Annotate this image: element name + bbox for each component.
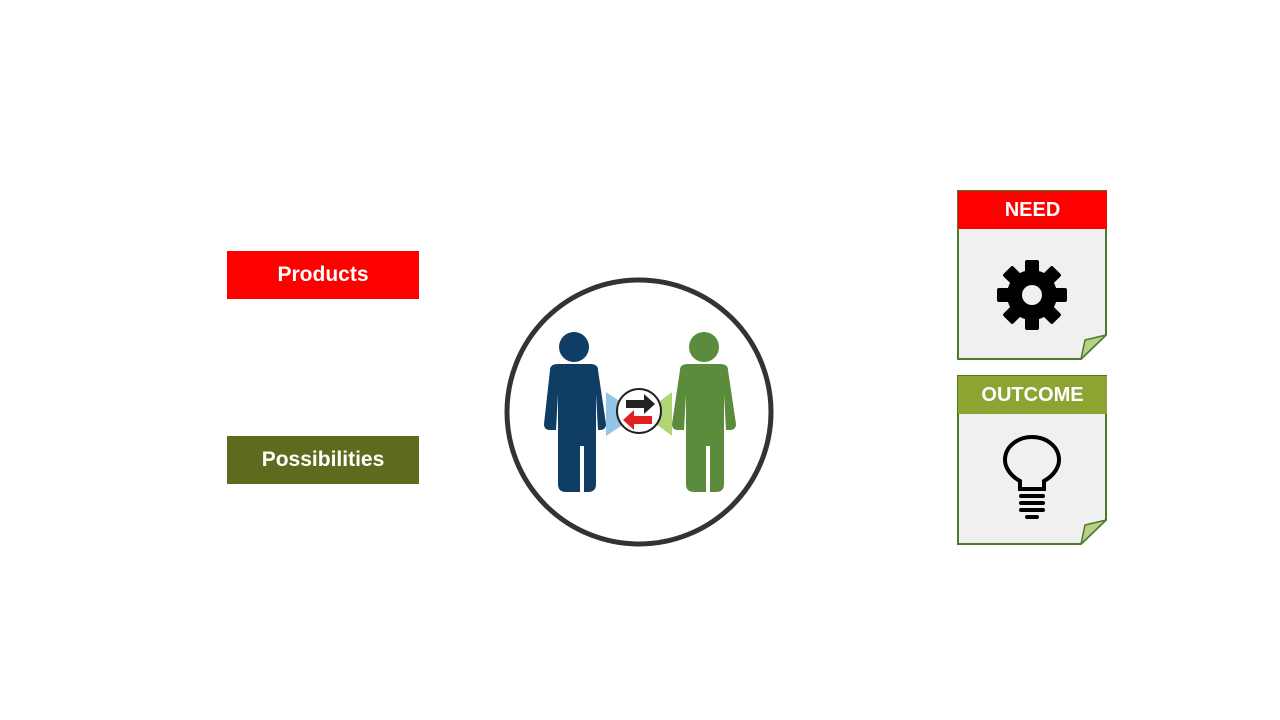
possibilities-label: Possibilities — [227, 436, 419, 484]
need-card: NEED — [957, 190, 1107, 360]
need-card-title: NEED — [958, 191, 1107, 229]
products-label: Products — [227, 251, 419, 299]
lightbulb-icon — [1002, 435, 1062, 519]
arrow-left-icon — [623, 410, 652, 430]
person-left-icon — [544, 332, 606, 492]
outcome-card: OUTCOME — [957, 375, 1107, 545]
person-right-icon — [672, 332, 736, 492]
exchange-arrows-circle — [616, 388, 662, 434]
gear-icon — [997, 260, 1067, 330]
outcome-card-title: OUTCOME — [958, 376, 1107, 414]
people-exchange-icon — [504, 277, 774, 547]
arrow-right-icon — [626, 394, 655, 414]
